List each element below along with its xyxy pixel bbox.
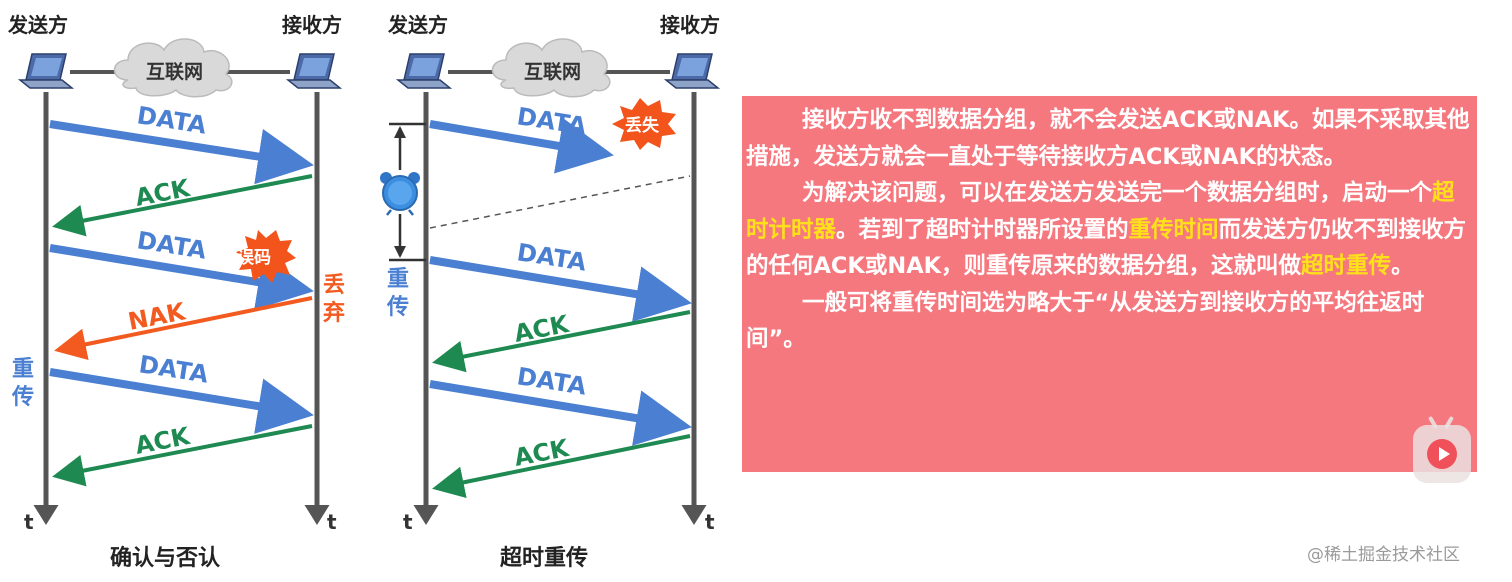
timer-bracket-arrowhead xyxy=(394,126,406,138)
data-label: DATA xyxy=(515,362,589,400)
explanation-text: 而发送方仍收不到接收方的任何ACK或NAK，则重传原来的数据分组，这就叫做 xyxy=(746,216,1467,280)
left-sender-label: 发送方 xyxy=(7,13,68,37)
explanation-paragraph: 接收方收不到数据分组，就不会发送ACK或NAK。如果不采取其他措施，发送方就会一… xyxy=(746,102,1471,175)
error-burst-icon xyxy=(236,230,296,283)
left-diagram: 发送方 接收方 互联网 t t DATA ACK DATA 误码 丢 弃 NAK… xyxy=(7,13,345,571)
explanation-paragraph: 一般可将重传时间选为略大于“从发送方到接收方的平均往返时间”。 xyxy=(746,285,1471,358)
watermark: @稀土掘金技术社区 xyxy=(1307,545,1460,565)
data-label: DATA xyxy=(515,102,589,140)
nak-label: NAK xyxy=(126,297,189,336)
data-arrow xyxy=(429,118,614,174)
data-label: DATA xyxy=(515,238,589,276)
ack-arrow xyxy=(52,174,313,237)
laptop-icon xyxy=(397,53,451,89)
right-receiver-t: t xyxy=(705,510,715,534)
data-arrow xyxy=(49,120,314,185)
explanation-text: 。 xyxy=(1391,253,1414,279)
error-burst-label: 误码 xyxy=(237,248,271,268)
timeout-dashed-line xyxy=(429,175,691,229)
discard-label: 丢 xyxy=(323,273,345,298)
highlight-retransmit-time: 重传时间 xyxy=(1128,216,1219,243)
ack-arrow xyxy=(432,310,691,373)
alarm-clock-icon xyxy=(380,172,420,216)
laptop-icon xyxy=(287,53,341,89)
right-sender-label: 发送方 xyxy=(387,13,448,37)
right-receiver-label: 接收方 xyxy=(660,13,720,37)
retransmit-label: 传 xyxy=(11,385,34,410)
data-arrow xyxy=(49,368,314,434)
lost-burst-icon xyxy=(612,98,676,150)
left-sender-t: t xyxy=(24,510,34,534)
explanation-paragraph: 为解决该问题，可以在发送方发送完一个数据分组时，启动一个超时计时器。若到了超时计… xyxy=(746,175,1471,285)
explanation-text: 接收方收不到数据分组，就不会发送ACK或NAK。如果不采取其他措施，发送方就会一… xyxy=(746,107,1470,170)
explanation-panel: 接收方收不到数据分组，就不会发送ACK或NAK。如果不采取其他措施，发送方就会一… xyxy=(742,96,1477,472)
data-label: DATA xyxy=(135,226,209,264)
retransmit-label: 重 xyxy=(12,357,34,382)
explanation-text: 一般可将重传时间选为略大于“从发送方到接收方的平均往返时间”。 xyxy=(746,289,1425,353)
left-caption: 确认与否认 xyxy=(110,545,220,571)
highlight-timeout-retransmit: 超时重传 xyxy=(1301,253,1392,279)
laptop-icon xyxy=(19,53,73,89)
right-diagram: 发送方 接收方 互联网 t t DATA 丢失 xyxy=(380,13,720,571)
data-arrow xyxy=(49,244,314,310)
data-arrow xyxy=(429,256,692,322)
ack-arrow xyxy=(52,424,313,487)
left-cloud-label: 互联网 xyxy=(146,61,203,83)
retransmit-label: 传 xyxy=(386,295,409,320)
right-sender-t: t xyxy=(403,510,413,534)
lost-burst-label: 丢失 xyxy=(625,115,660,136)
discard-label: 弃 xyxy=(323,300,345,326)
right-cloud-label: 互联网 xyxy=(524,61,581,83)
ack-arrow xyxy=(432,434,691,499)
left-receiver-label: 接收方 xyxy=(282,13,342,37)
ack-label: ACK xyxy=(512,434,572,472)
timer-bracket-arrowhead xyxy=(394,246,406,258)
ack-label: ACK xyxy=(512,310,572,348)
data-arrow xyxy=(429,380,692,446)
ack-label: ACK xyxy=(133,174,193,212)
nak-arrow xyxy=(54,296,313,361)
explanation-text: 为解决该问题，可以在发送方发送完一个数据分组时，启动一个 xyxy=(802,180,1433,206)
right-caption: 超时重传 xyxy=(500,546,588,571)
left-receiver-t: t xyxy=(327,510,337,534)
explanation-text: 。若到了超时计时器所设置的 xyxy=(836,216,1129,243)
laptop-icon xyxy=(665,53,719,89)
play-icon[interactable] xyxy=(1413,415,1471,483)
data-label: DATA xyxy=(135,101,209,139)
highlight-timeout-timer: 超时计时器 xyxy=(746,180,1455,243)
ack-label: ACK xyxy=(133,422,193,460)
data-label: DATA xyxy=(137,350,211,388)
retransmit-label: 重 xyxy=(387,267,409,292)
